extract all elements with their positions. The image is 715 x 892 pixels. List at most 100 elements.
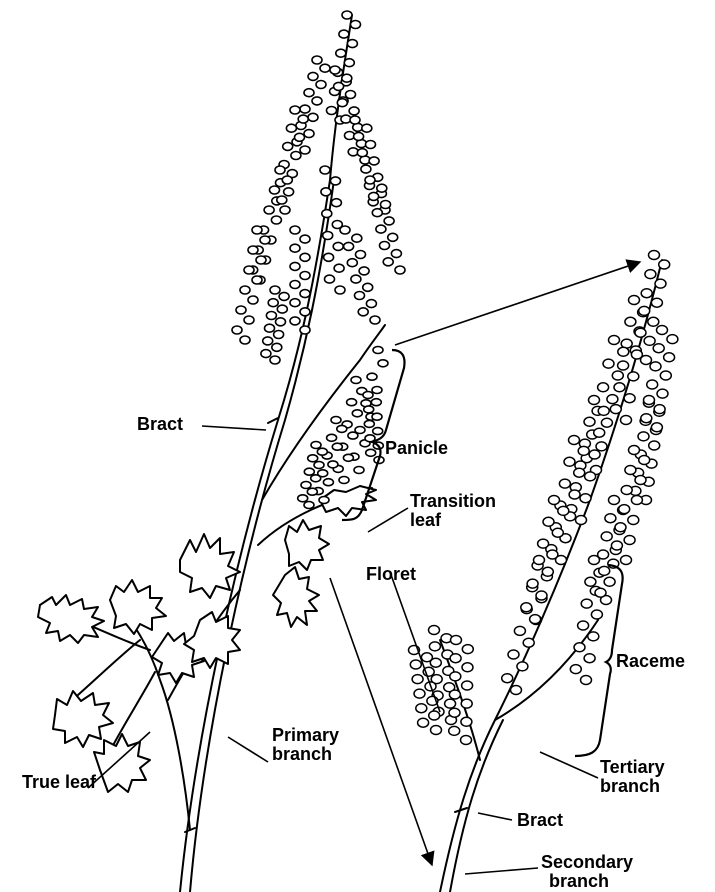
floret-bud bbox=[659, 260, 670, 269]
floret-bud bbox=[645, 270, 656, 279]
floret-bud bbox=[543, 517, 554, 526]
floret-bud bbox=[450, 672, 461, 681]
floret-bud bbox=[311, 442, 321, 449]
floret-bud bbox=[232, 326, 242, 334]
floret-bud bbox=[337, 99, 347, 107]
floret-bud bbox=[298, 115, 308, 123]
floret-bud bbox=[282, 176, 292, 184]
floret-bud bbox=[449, 708, 460, 717]
floret-bud bbox=[395, 266, 405, 274]
floret-bud bbox=[351, 377, 361, 384]
floret-bud bbox=[380, 242, 390, 250]
floret-bud bbox=[450, 654, 461, 663]
floret-bud bbox=[272, 343, 282, 351]
floret-bud bbox=[331, 199, 341, 207]
floret-bud bbox=[369, 192, 379, 200]
floret-bud bbox=[355, 292, 365, 300]
floret-bud bbox=[344, 242, 354, 250]
floret-bud bbox=[649, 441, 660, 450]
floret-bud bbox=[625, 317, 636, 326]
floret-bud bbox=[462, 681, 473, 690]
label-tertiary-branch-line1: Tertiary bbox=[600, 758, 665, 777]
floret-bud bbox=[283, 142, 293, 150]
floret-bud bbox=[248, 246, 258, 254]
floret-bud bbox=[559, 479, 570, 488]
floret-bud bbox=[372, 209, 382, 217]
floret-bud bbox=[339, 477, 349, 484]
leader-transition-leaf bbox=[368, 508, 408, 532]
floret-bud bbox=[314, 462, 324, 469]
floret-bud bbox=[304, 89, 314, 97]
floret-bud bbox=[348, 432, 358, 439]
floret-bud bbox=[275, 166, 285, 174]
floret-bud bbox=[384, 217, 394, 225]
floret-bud bbox=[596, 442, 607, 451]
floret-bud bbox=[244, 266, 254, 274]
floret-bud bbox=[641, 414, 652, 423]
label-raceme: Raceme bbox=[616, 652, 685, 671]
floret-bud bbox=[414, 689, 425, 698]
floret-bud bbox=[300, 290, 310, 298]
floret-bud bbox=[276, 318, 286, 326]
floret-bud bbox=[598, 383, 609, 392]
label-transition-leaf-line1: Transition bbox=[410, 492, 496, 511]
floret-bud bbox=[342, 74, 352, 82]
floret-bud bbox=[343, 454, 353, 461]
floret-bud bbox=[290, 299, 300, 307]
floret-bud bbox=[290, 244, 300, 252]
floret-bud bbox=[324, 253, 334, 261]
floret-bud bbox=[594, 428, 605, 437]
floret-bud bbox=[312, 56, 322, 64]
floret-bud bbox=[367, 373, 377, 380]
floret-bud bbox=[527, 579, 538, 588]
floret-bud bbox=[248, 296, 258, 304]
floret-bud bbox=[354, 467, 364, 474]
floret-bud bbox=[521, 603, 532, 612]
label-secondary-branch: Secondary branch bbox=[541, 853, 633, 891]
floret-bud bbox=[370, 316, 380, 324]
floret-bud bbox=[628, 516, 639, 525]
floret-bud bbox=[364, 420, 374, 427]
floret-bud bbox=[542, 567, 553, 576]
floret-bud bbox=[351, 275, 361, 283]
floret-bud bbox=[347, 399, 357, 406]
floret-bud bbox=[277, 196, 287, 204]
floret-bud bbox=[511, 686, 522, 695]
floret-bud bbox=[331, 417, 341, 424]
floret-bud bbox=[564, 457, 575, 466]
floret-bud bbox=[328, 461, 338, 468]
floret-bud bbox=[461, 717, 472, 726]
floret-bud bbox=[308, 455, 318, 462]
floret-bud bbox=[265, 324, 275, 332]
floret-bud bbox=[325, 275, 335, 283]
floret-bud bbox=[644, 336, 655, 345]
floret-bud bbox=[373, 347, 383, 354]
floret-bud bbox=[347, 259, 357, 267]
label-floret: Floret bbox=[366, 565, 416, 584]
floret-bud bbox=[660, 371, 671, 380]
floret-bud bbox=[610, 405, 621, 414]
floret-bud bbox=[312, 97, 322, 105]
floret-bud bbox=[300, 272, 310, 280]
floret-bud bbox=[342, 11, 352, 19]
floret-bud bbox=[601, 532, 612, 541]
floret-bud bbox=[334, 82, 344, 90]
floret-bud bbox=[578, 621, 589, 630]
floret-bud bbox=[381, 201, 391, 209]
label-primary-branch-line2: branch bbox=[272, 745, 339, 764]
floret-bud bbox=[664, 353, 675, 362]
floret-bud bbox=[624, 394, 635, 403]
floret-bud bbox=[352, 234, 362, 242]
floret-bud bbox=[429, 626, 440, 635]
floret-bud bbox=[330, 66, 340, 74]
floret-bud bbox=[604, 577, 615, 586]
floret-bud bbox=[369, 157, 379, 165]
floret-bud bbox=[609, 496, 620, 505]
floret-bud bbox=[625, 466, 636, 475]
floret-bud bbox=[323, 479, 333, 486]
floret-bud bbox=[316, 81, 326, 89]
floret-bud bbox=[639, 306, 650, 315]
floret-bud bbox=[576, 516, 587, 525]
floret-bud bbox=[418, 718, 429, 727]
floret-bud bbox=[366, 141, 376, 149]
